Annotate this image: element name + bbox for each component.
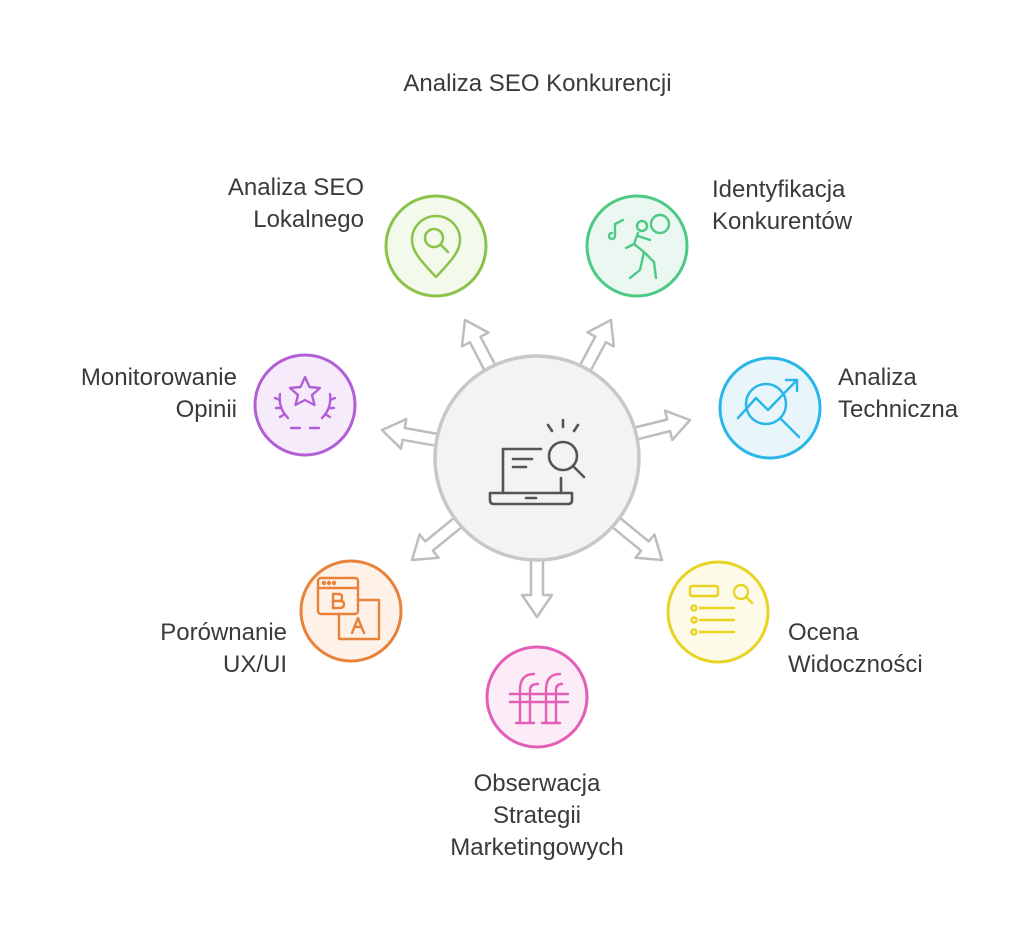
node-technical: [718, 356, 822, 460]
center-node: [433, 354, 641, 562]
label-ux: Porównanie UX/UI: [160, 617, 287, 681]
label-line: Monitorowanie: [80, 364, 237, 391]
label-line: Widoczności: [788, 651, 923, 678]
ff-ligature-icon: [508, 672, 570, 725]
laptop-search-icon: [488, 418, 586, 506]
node-visibility: [666, 560, 770, 664]
label-line: UX/UI: [222, 651, 287, 678]
node-reviews: [253, 353, 357, 457]
label-technical: Analiza Techniczna: [838, 362, 958, 426]
label-line: Identyfikacja: [712, 176, 846, 203]
label-line: Ocena: [788, 619, 859, 646]
label-local-seo: Analiza SEO Lokalnego: [228, 172, 364, 236]
label-line: Strategii: [492, 802, 582, 829]
arrow-shape: [520, 552, 554, 619]
label-reviews: Monitorowanie Opinii: [81, 362, 237, 426]
node-marketing: [485, 645, 589, 749]
label-line: Marketingowych: [450, 834, 624, 861]
label-line: Analiza: [838, 364, 917, 391]
label-visibility: Ocena Widoczności: [788, 617, 923, 681]
map-pin-search-icon: [410, 214, 462, 279]
label-line: Obserwacja: [473, 770, 601, 797]
list-search-icon: [688, 583, 754, 636]
climber-icon: [607, 213, 671, 280]
node-ux: [299, 559, 403, 663]
label-line: Techniczna: [838, 396, 959, 423]
label-marketing: Obserwacja Strategii Marketingowych: [417, 768, 657, 864]
arrow-to-marketing: [520, 552, 554, 619]
label-line: Lokalnego: [253, 206, 364, 233]
node-local-seo: [384, 194, 488, 298]
chart-magnifier-icon: [736, 378, 801, 439]
label-line: Opinii: [175, 396, 237, 423]
node-competitors: [585, 194, 689, 298]
label-line: Analiza SEO: [227, 174, 364, 201]
label-line: Konkurentów: [712, 208, 853, 235]
label-line: Porównanie: [160, 619, 287, 646]
ab-test-icon: [316, 576, 381, 641]
star-laurel-icon: [273, 375, 337, 430]
diagram-title: Analiza SEO Konkurencji: [403, 70, 672, 97]
label-competitors: Identyfikacja Konkurentów: [712, 174, 852, 238]
